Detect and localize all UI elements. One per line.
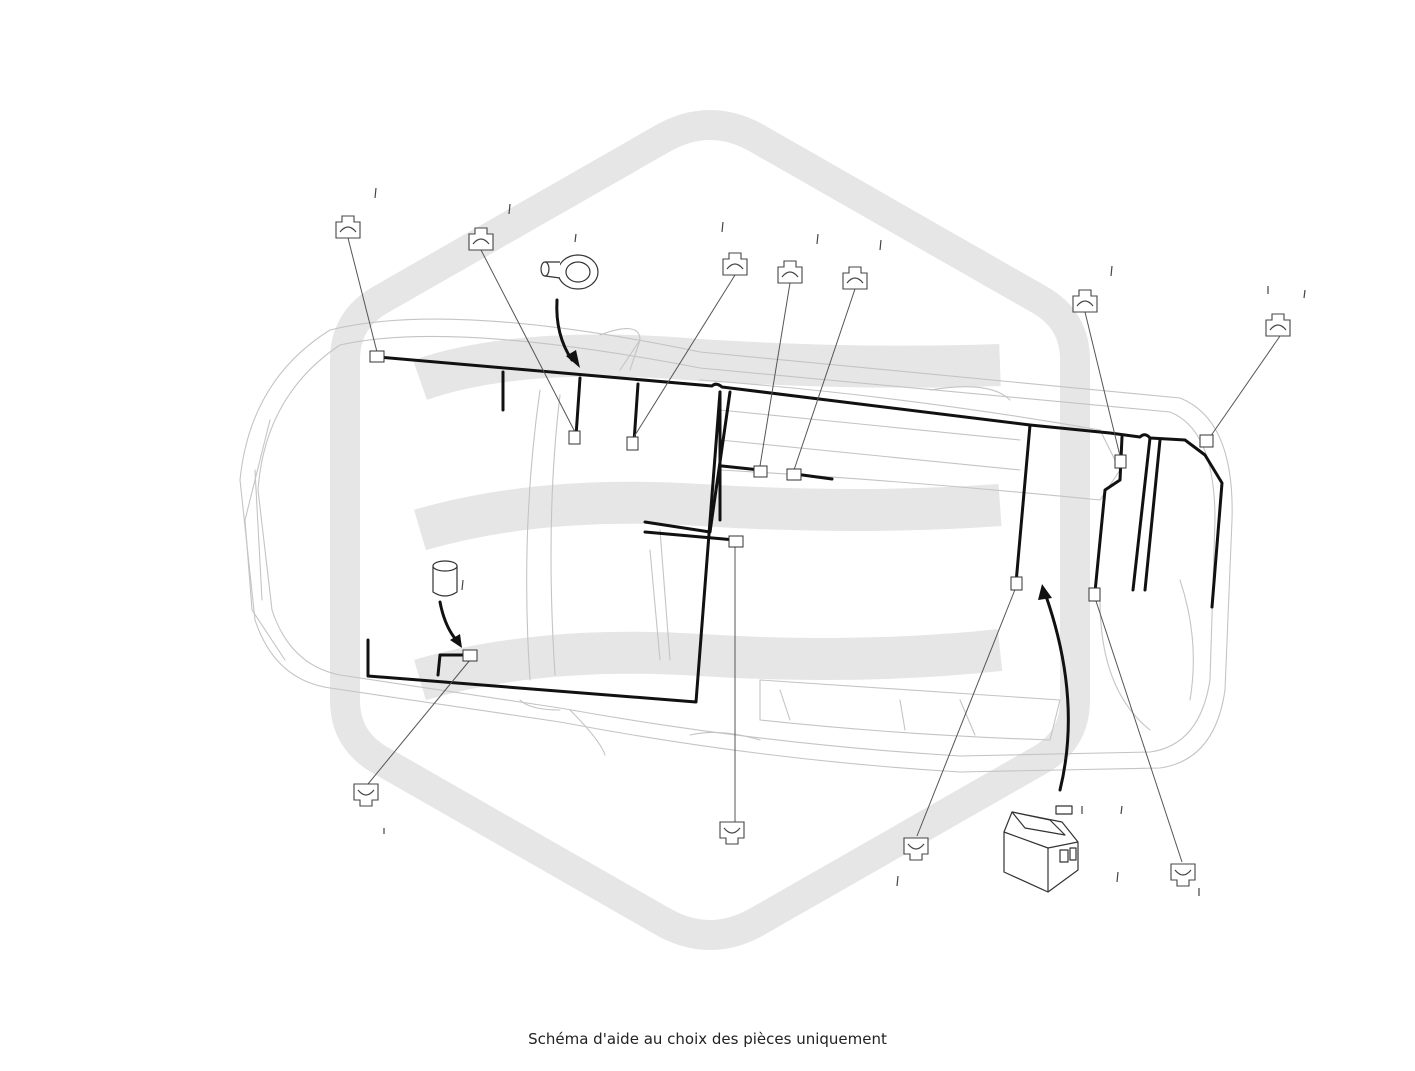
arrow — [438, 600, 460, 644]
connector-callout-icon — [468, 227, 494, 251]
connector — [1010, 576, 1023, 591]
connector — [568, 430, 581, 445]
connector-callout-icon — [903, 837, 929, 861]
fuse-box-icon — [1003, 805, 1079, 893]
connector-callout-icon — [1265, 313, 1291, 337]
relay-icon — [432, 560, 458, 597]
connector — [369, 350, 385, 363]
connector — [1199, 434, 1214, 448]
connector-callout-icon — [842, 266, 868, 290]
diagram-caption: Schéma d'aide au choix des pièces unique… — [528, 1030, 887, 1048]
connector-callout-icon — [719, 821, 745, 845]
connector-callouts — [335, 215, 1291, 887]
connector-callout-icon — [1072, 289, 1098, 313]
connector-callout-icon — [335, 215, 361, 239]
car-outline — [239, 318, 1233, 773]
connector — [1088, 587, 1101, 602]
connector-callout-icon — [777, 260, 803, 284]
connector — [786, 468, 802, 481]
reference-ticks — [374, 187, 1306, 896]
grommet-icon — [540, 254, 599, 290]
connector — [728, 535, 744, 548]
watermark-logo — [330, 110, 1090, 950]
connector — [1114, 454, 1127, 469]
harness-connectors — [369, 350, 1214, 662]
leader-lines — [347, 237, 1281, 863]
connector — [753, 465, 768, 478]
connector — [462, 649, 478, 662]
connector-callout-icon — [353, 783, 379, 807]
connector — [626, 436, 639, 451]
connector-callout-icon — [1170, 863, 1196, 887]
connector-callout-icon — [722, 252, 748, 276]
arrow — [1044, 594, 1070, 792]
wiring-harness — [366, 355, 1224, 704]
